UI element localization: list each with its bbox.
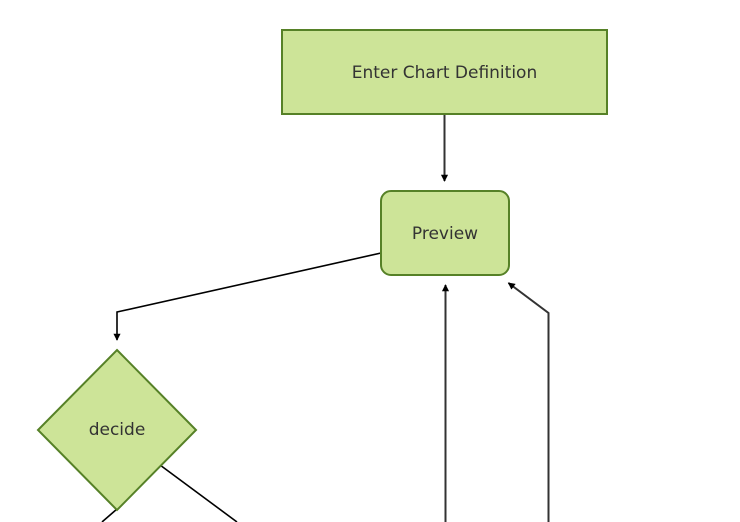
node-enter-chart-definition-label: Enter Chart Definition — [352, 63, 537, 83]
node-decide[interactable]: decide — [36, 348, 198, 512]
edge-decide-to-bottom-right — [159, 464, 238, 522]
edge-preview-to-decide — [113, 252, 382, 341]
node-preview-shape[interactable] — [380, 190, 510, 276]
edge-bottom-right-to-preview — [507, 282, 550, 522]
node-decide-shape[interactable] — [36, 348, 198, 512]
node-enter-chart-definition[interactable]: Enter Chart Definition — [281, 29, 608, 115]
node-layer: Enter Chart Definition Preview decide — [36, 29, 608, 512]
edge-layer — [101, 114, 550, 522]
node-enter-chart-definition-shape[interactable] — [281, 29, 608, 115]
edge-decide-to-bottom-left — [101, 508, 118, 522]
node-preview[interactable]: Preview — [380, 190, 510, 276]
node-decide-label: decide — [89, 420, 146, 440]
node-preview-label: Preview — [412, 224, 478, 244]
